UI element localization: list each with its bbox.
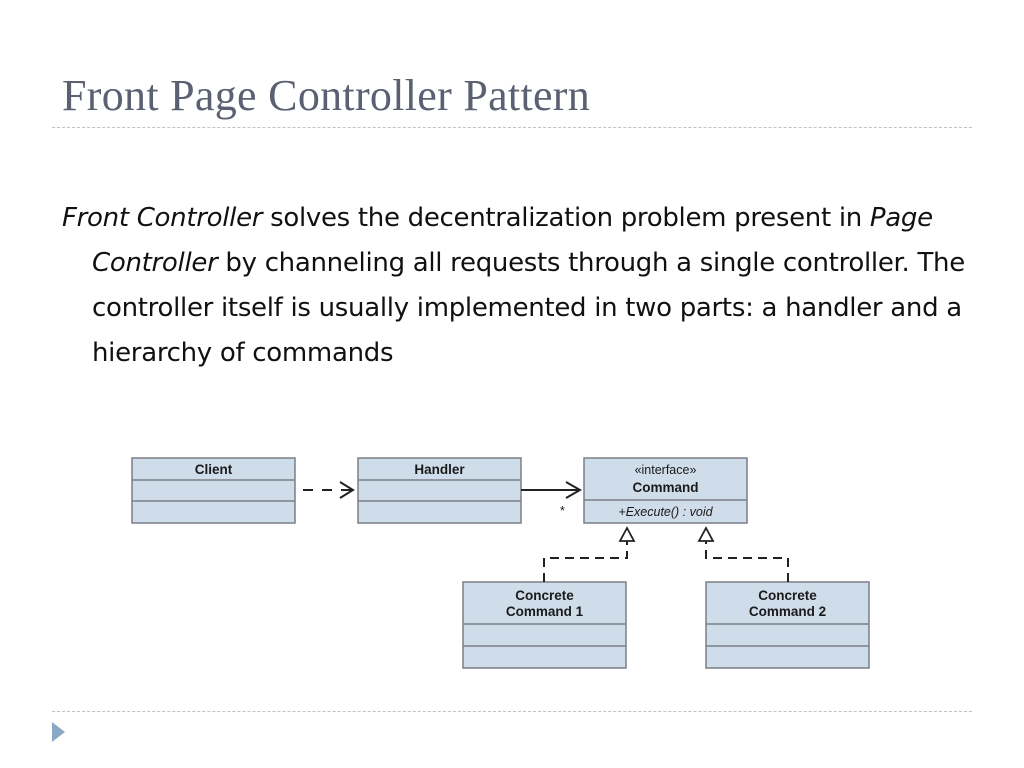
- body-text-part-2: by channeling all requests through a sin…: [92, 248, 965, 368]
- handler-command-association: *: [521, 481, 583, 518]
- triangle-right-icon: [52, 722, 65, 742]
- handler-class-name: Handler: [414, 462, 465, 477]
- concrete-command-1-line2: Command 1: [506, 604, 584, 619]
- slide-title: Front Page Controller Pattern: [62, 71, 591, 120]
- term-front-controller: Front Controller: [62, 203, 263, 233]
- command-stereotype: «interface»: [635, 463, 697, 477]
- handler-class: Handler: [357, 457, 522, 524]
- concrete-command-1-class: Concrete Command 1: [462, 581, 627, 669]
- footer-divider: [52, 711, 972, 712]
- association-multiplicity: *: [560, 504, 565, 518]
- client-handler-dependency: [303, 481, 355, 499]
- client-class-name: Client: [195, 462, 233, 477]
- client-class: Client: [131, 457, 296, 524]
- concrete-command-2-line2: Command 2: [749, 604, 826, 619]
- command-operation: +Execute() : void: [618, 505, 713, 519]
- concrete-command-1-line1: Concrete: [515, 588, 574, 603]
- concrete-command-2-line1: Concrete: [758, 588, 817, 603]
- concrete-command-2-class: Concrete Command 2: [705, 581, 870, 669]
- term-page-controller: Page Controller: [92, 203, 933, 278]
- realization-concrete-2: [697, 526, 789, 582]
- body-text-part-1: solves the decentralization problem pres…: [262, 203, 870, 233]
- realization-concrete-1: [543, 526, 636, 582]
- command-interface: «interface» Command +Execute() : void: [583, 457, 748, 524]
- body-paragraph: Front Controller solves the decentraliza…: [62, 196, 992, 376]
- command-class-name: Command: [632, 480, 698, 495]
- title-divider: [52, 127, 972, 128]
